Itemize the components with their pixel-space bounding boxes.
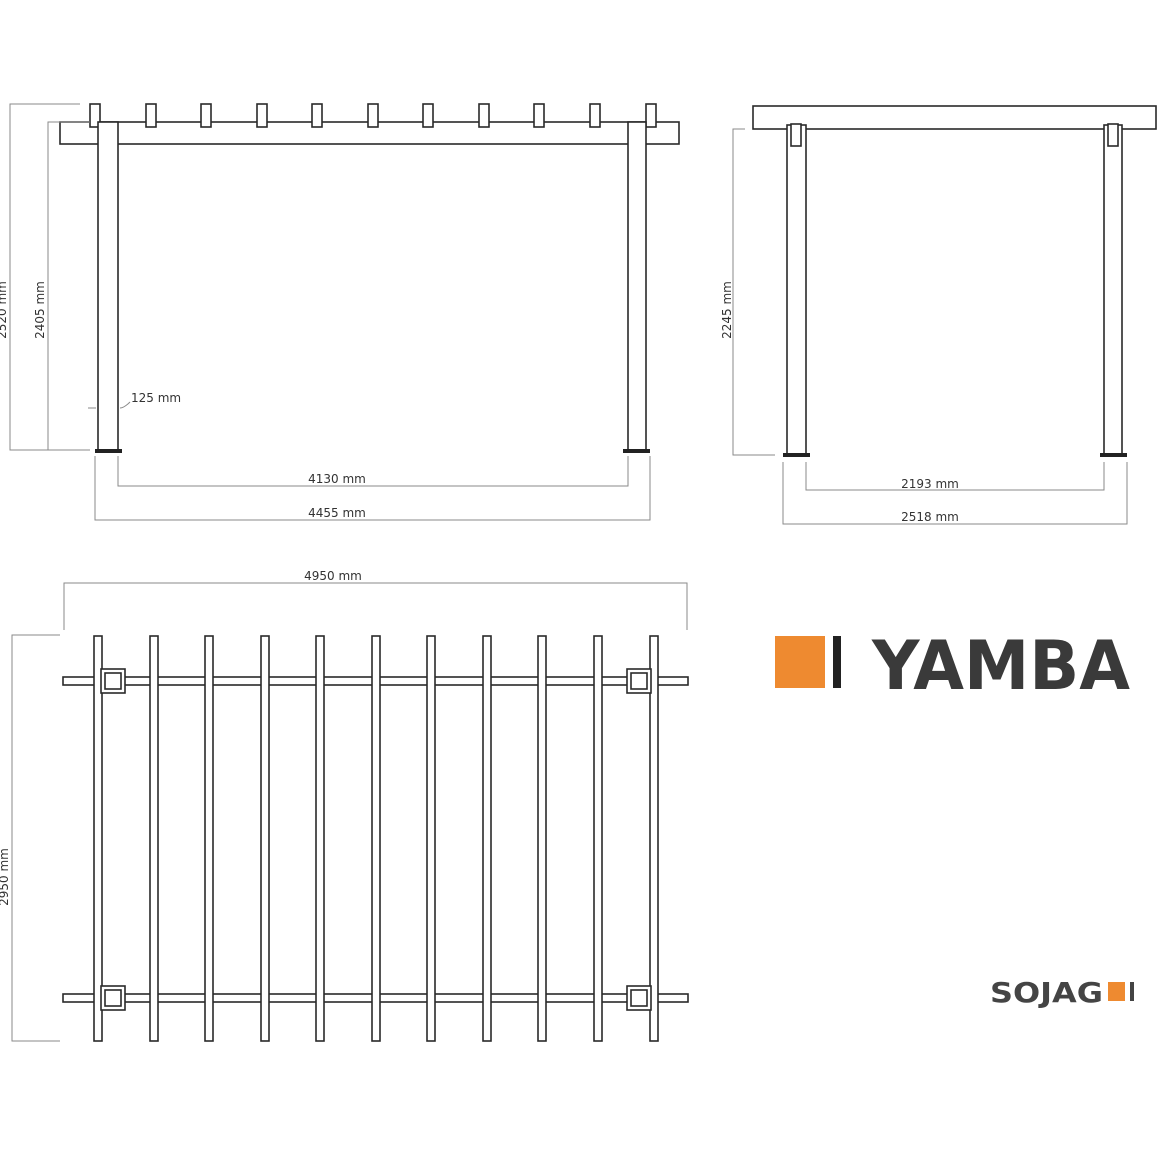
side-post-height-label: 2245 mm (720, 281, 734, 339)
top-rafter (593, 635, 603, 1042)
front-total-height-label: 2520 mm (0, 281, 9, 339)
rafter-end (89, 103, 101, 128)
rafter-end (200, 103, 212, 128)
rafter-end (533, 103, 545, 128)
front-outer-width-label: 4455 mm (308, 506, 366, 520)
top-rafter (649, 635, 659, 1042)
post-top (630, 672, 648, 690)
post-top (630, 989, 648, 1007)
top-rafter (537, 635, 547, 1042)
rafter-end (422, 103, 434, 128)
post-top (104, 989, 122, 1007)
base-plate (623, 449, 650, 453)
side-dimensions: 2245 mm 2193 mm 2518 mm (720, 128, 1128, 525)
yamba-black-bar (833, 636, 841, 688)
rafter-end (589, 103, 601, 128)
side-outer-depth-label: 2518 mm (901, 510, 959, 524)
top-depth-label: 2950 mm (0, 848, 11, 906)
top-rafter (371, 635, 381, 1042)
front-post-right (627, 121, 647, 451)
post-top (104, 672, 122, 690)
top-width-label: 4950 mm (304, 569, 362, 583)
top-rafter (315, 635, 325, 1042)
rafter-end (145, 103, 157, 128)
yamba-logo: YAMBA (775, 627, 1130, 706)
rafter-end (478, 103, 490, 128)
front-view (59, 103, 680, 453)
front-post-height-label: 2405 mm (33, 281, 47, 339)
side-view (752, 105, 1157, 457)
front-inner-width-label: 4130 mm (308, 472, 366, 486)
post-width-label: 125 mm (131, 391, 181, 405)
front-post-left (97, 121, 119, 451)
top-rafter (482, 635, 492, 1042)
top-rafter (260, 635, 270, 1042)
sojag-orange-square (1108, 982, 1125, 1001)
front-dimensions: 2520 mm 2405 mm 125 mm 4130 mm 4455 mm (0, 103, 651, 521)
rafter-end (311, 103, 323, 128)
side-inner-depth-label: 2193 mm (901, 477, 959, 491)
base-plate (95, 449, 122, 453)
yamba-orange-square (775, 636, 825, 688)
rafter-end (645, 103, 657, 128)
rafter-end (367, 103, 379, 128)
top-rafter (426, 635, 436, 1042)
sojag-brand-name: SOJAG (990, 976, 1103, 1009)
yamba-title: YAMBA (871, 627, 1130, 706)
top-rafter (149, 635, 159, 1042)
top-view (62, 635, 689, 1042)
sojag-bar (1130, 982, 1134, 1001)
rafter-end (256, 103, 268, 128)
top-rafter (204, 635, 214, 1042)
top-dimensions: 4950 mm 2950 mm (0, 569, 688, 1042)
sojag-logo: SOJAG (990, 976, 1134, 1009)
top-rafter (93, 635, 103, 1042)
